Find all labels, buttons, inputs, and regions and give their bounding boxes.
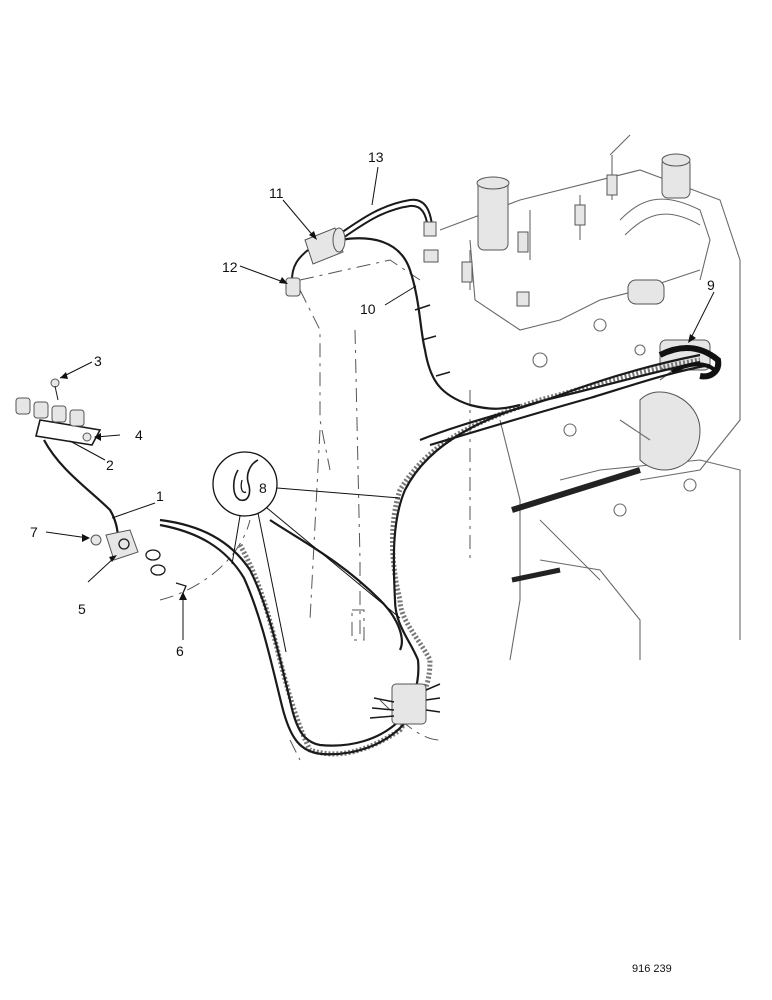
wiring-harness (159, 345, 722, 757)
solenoid-assembly (285, 198, 439, 297)
callout-5: 5 (78, 601, 86, 617)
switch-assembly (15, 378, 187, 601)
leader-lines (45, 166, 715, 653)
callout-13: 13 (368, 149, 384, 165)
callout-2: 2 (106, 457, 114, 473)
callout-8: 8 (259, 480, 267, 496)
callout-9: 9 (707, 277, 715, 293)
detail-circle-8 (212, 451, 278, 517)
callout-10: 10 (360, 301, 376, 317)
callout-labels: 1 2 3 4 5 6 7 8 9 10 11 12 13 (30, 149, 715, 659)
callout-12: 12 (222, 259, 238, 275)
callout-11: 11 (269, 185, 284, 201)
figure-number: 916 239 (632, 963, 672, 975)
cable-10 (339, 237, 521, 410)
callout-1: 1 (156, 488, 164, 504)
callout-6: 6 (176, 643, 184, 659)
callout-7: 7 (30, 524, 38, 540)
callout-3: 3 (94, 353, 102, 369)
engine-block (439, 134, 741, 661)
callout-4: 4 (135, 427, 143, 443)
